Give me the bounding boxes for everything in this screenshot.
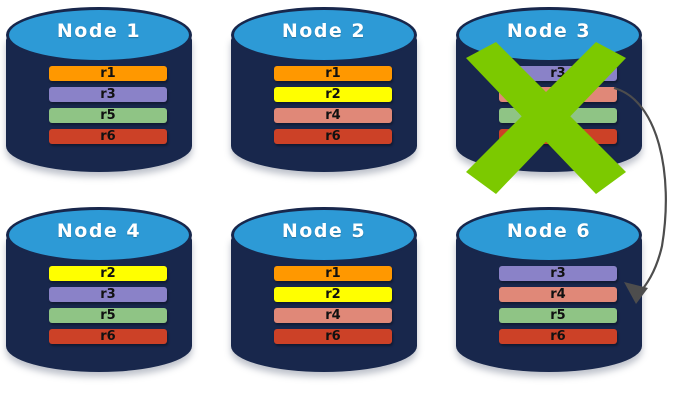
node-6-cylinder-top <box>456 207 642 263</box>
node-2-cylinder-top <box>231 7 417 63</box>
replica-bar[interactable]: r3 <box>499 266 617 281</box>
replica-bar[interactable]: r4 <box>499 287 617 302</box>
node-2-label: Node 2 <box>281 20 367 42</box>
node-3-replica-list: r3 r4 r5 r6 <box>499 66 617 144</box>
node-6[interactable]: Node 6 r3 r4 r5 r6 <box>456 204 642 382</box>
replica-bar[interactable]: r6 <box>49 129 167 144</box>
replica-bar[interactable]: r6 <box>274 329 392 344</box>
node-4[interactable]: Node 4 r2 r3 r5 r6 <box>6 204 192 382</box>
node-6-label: Node 6 <box>506 220 592 242</box>
replica-bar[interactable]: r3 <box>49 287 167 302</box>
node-5-replica-list: r1 r2 r4 r6 <box>274 266 392 344</box>
node-3[interactable]: Node 3 r3 r4 r5 r6 <box>456 4 642 182</box>
node-4-label: Node 4 <box>56 220 142 242</box>
node-4-replica-list: r2 r3 r5 r6 <box>49 266 167 344</box>
replica-bar[interactable]: r2 <box>274 87 392 102</box>
replica-bar[interactable]: r5 <box>49 308 167 323</box>
node-5-label: Node 5 <box>281 220 367 242</box>
replica-bar[interactable]: r5 <box>499 308 617 323</box>
replica-bar[interactable]: r4 <box>499 87 617 102</box>
node-2[interactable]: Node 2 r1 r2 r4 r6 <box>231 4 417 182</box>
replica-bar[interactable]: r6 <box>49 329 167 344</box>
node-2-replica-list: r1 r2 r4 r6 <box>274 66 392 144</box>
node-1-label: Node 1 <box>56 20 142 42</box>
replica-bar[interactable]: r6 <box>499 129 617 144</box>
replica-bar[interactable]: r3 <box>49 87 167 102</box>
node-1[interactable]: Node 1 r1 r3 r5 r6 <box>6 4 192 182</box>
replica-bar[interactable]: r6 <box>274 129 392 144</box>
node-1-replica-list: r1 r3 r5 r6 <box>49 66 167 144</box>
replica-bar[interactable]: r1 <box>274 66 392 81</box>
replica-bar[interactable]: r2 <box>274 287 392 302</box>
node-5[interactable]: Node 5 r1 r2 r4 r6 <box>231 204 417 382</box>
node-6-replica-list: r3 r4 r5 r6 <box>499 266 617 344</box>
replica-bar[interactable]: r5 <box>499 108 617 123</box>
node-3-label: Node 3 <box>506 20 592 42</box>
replica-bar[interactable]: r5 <box>49 108 167 123</box>
node-5-cylinder-top <box>231 207 417 263</box>
replica-bar[interactable]: r6 <box>499 329 617 344</box>
replica-bar[interactable]: r4 <box>274 108 392 123</box>
node-1-cylinder-top <box>6 7 192 63</box>
replica-bar[interactable]: r2 <box>49 266 167 281</box>
node-4-cylinder-top <box>6 207 192 263</box>
replica-bar[interactable]: r3 <box>499 66 617 81</box>
replica-bar[interactable]: r1 <box>274 266 392 281</box>
replica-bar[interactable]: r4 <box>274 308 392 323</box>
replica-bar[interactable]: r1 <box>49 66 167 81</box>
